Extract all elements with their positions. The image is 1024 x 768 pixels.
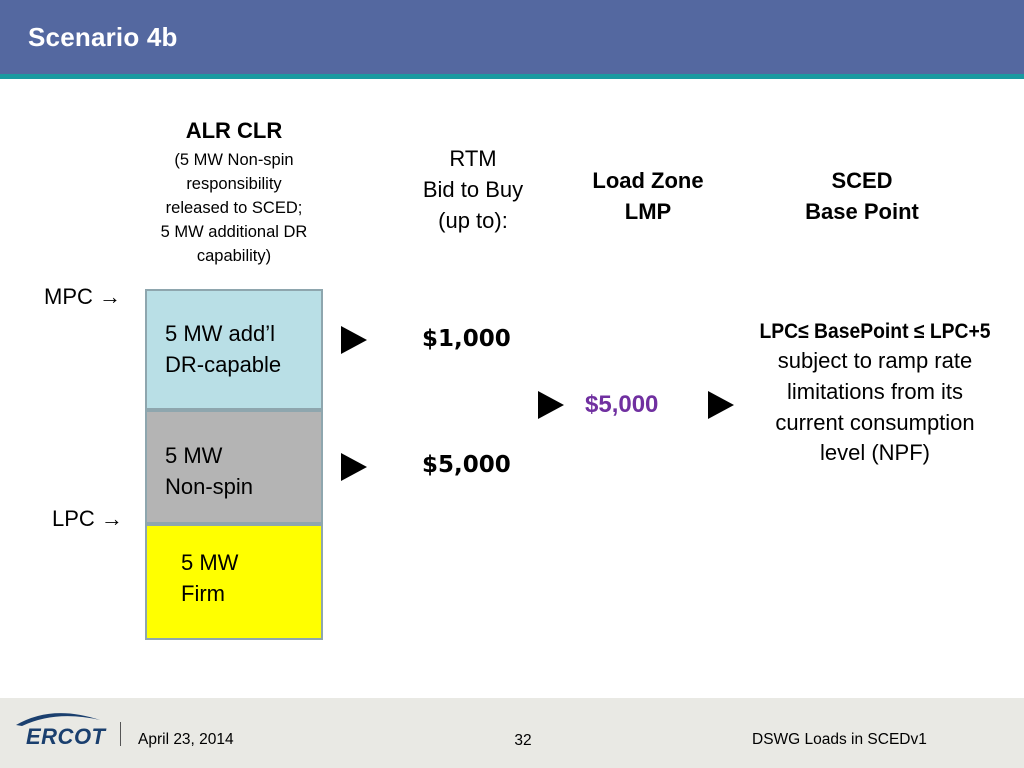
slide-title: Scenario 4b <box>28 22 178 52</box>
base-point-line: subject to ramp rate <box>777 348 973 373</box>
footer-presentation-title: DSWG Loads in SCEDv1 <box>752 731 927 748</box>
block-line: 5 MW <box>165 443 223 468</box>
footer-date: April 23, 2014 <box>138 731 234 748</box>
rtm-heading-line: RTM <box>449 146 497 171</box>
lz-heading-line: LMP <box>624 198 672 224</box>
ercot-logo: ERCOT <box>12 708 106 752</box>
alr-clr-line: capability) <box>196 246 272 265</box>
lpc-label: LPC → <box>52 506 123 531</box>
base-point-formula: LPC≤ BasePoint ≤ LPC+5 <box>759 320 991 343</box>
non-spin-block: 5 MW Non-spin <box>145 410 323 524</box>
non-spin-bid-price: $5,000 <box>422 452 511 478</box>
base-point-text: subject to ramp rate limitations from it… <box>744 346 1006 469</box>
page-number: 32 <box>514 732 532 749</box>
block-line: DR-capable <box>165 351 282 377</box>
alr-clr-line: released to SCED; <box>165 198 303 217</box>
load-zone-lmp-value: $5,000 <box>585 391 659 418</box>
arrow-right-icon <box>341 326 367 354</box>
load-zone-lmp-heading: Load Zone LMP <box>568 166 728 228</box>
sced-heading-line: SCED <box>831 168 893 193</box>
rtm-bid-heading: RTM Bid to Buy (up to): <box>393 144 553 236</box>
sced-base-point-heading: SCED Base Point <box>782 166 942 228</box>
footer-divider <box>120 722 121 746</box>
alr-clr-heading: ALR CLR <box>185 118 283 143</box>
title-bar <box>0 0 1024 74</box>
mpc-label: MPC → <box>44 284 121 309</box>
alr-clr-description: (5 MW Non-spin responsibility released t… <box>134 149 334 269</box>
title-accent-stripe <box>0 74 1024 79</box>
base-point-line: limitations from its <box>786 378 964 404</box>
footer-bar <box>0 698 1024 768</box>
dr-capable-block: 5 MW add’l DR-capable <box>145 289 323 410</box>
arrow-right-icon <box>341 453 367 481</box>
block-line: Non-spin <box>165 473 254 499</box>
arrow-right-icon <box>708 391 734 419</box>
dr-bid-price: $1,000 <box>422 326 511 352</box>
sced-heading-line: Base Point <box>805 198 919 224</box>
logo-text: ERCOT <box>26 724 106 749</box>
base-point-description: LPC≤ BasePoint ≤ LPC+5 subject to ramp r… <box>744 320 1006 469</box>
lz-heading-line: Load Zone <box>592 168 704 193</box>
logo-swoosh-icon <box>16 713 100 726</box>
firm-block: 5 MW Firm <box>145 524 323 640</box>
alr-clr-line: (5 MW Non-spin <box>174 151 294 169</box>
alr-clr-line: responsibility <box>186 174 282 193</box>
alr-clr-line: 5 MW additional DR <box>160 222 308 241</box>
rtm-heading-line: (up to): <box>438 207 508 233</box>
block-line: 5 MW <box>181 550 239 575</box>
block-line: 5 MW add’l <box>165 321 276 346</box>
base-point-line: level (NPF) <box>819 440 930 466</box>
block-line: Firm <box>181 580 225 606</box>
arrow-right-icon <box>538 391 564 419</box>
base-point-line: current consumption <box>775 409 975 435</box>
rtm-heading-line: Bid to Buy <box>422 176 524 202</box>
